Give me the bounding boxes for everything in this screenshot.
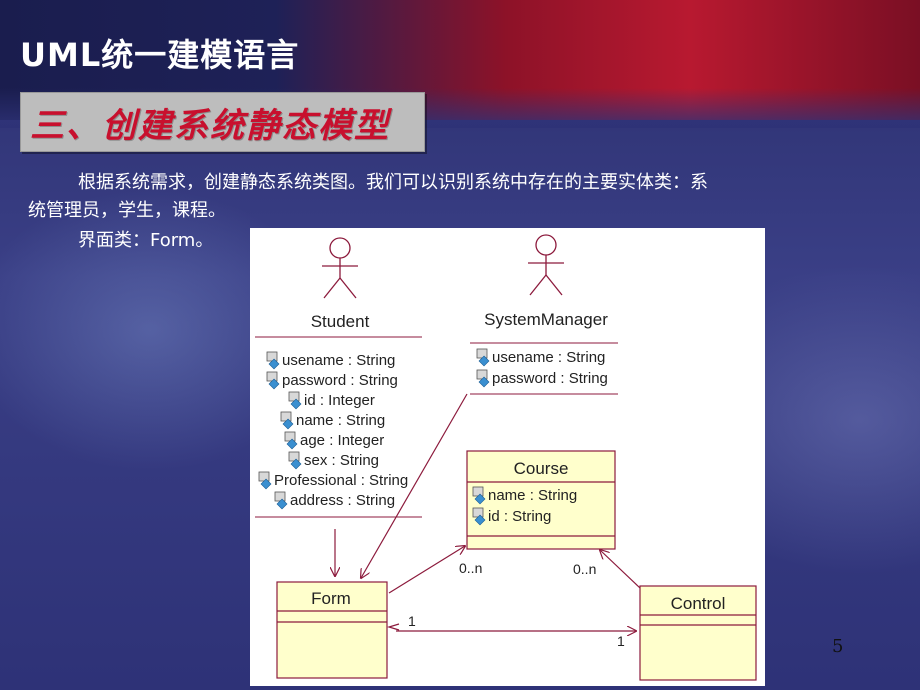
- page-number: 5: [832, 636, 844, 657]
- course-attr: name : String: [488, 487, 577, 504]
- multiplicity-control-course: 0..n: [573, 561, 596, 577]
- student-attr: address : String: [290, 492, 395, 509]
- multiplicity-form-control-left: 1: [408, 613, 416, 629]
- student-attr: Professional : String: [274, 472, 408, 489]
- student-attr: name : String: [296, 412, 385, 429]
- multiplicity-form-course: 0..n: [459, 560, 482, 576]
- class-diagram: Student usename : String password : Stri…: [250, 228, 765, 686]
- section-title-box: [20, 92, 425, 152]
- paragraph-line-1: 根据系统需求，创建静态系统类图。我们可以识别系统中存在的主要实体类：系: [78, 172, 708, 193]
- student-attributes: usename : String password : String id : …: [274, 352, 408, 509]
- attribute-icon: [476, 348, 490, 388]
- student-attr: sex : String: [304, 452, 379, 469]
- control-class-name: Control: [671, 594, 726, 613]
- attribute-icon: [258, 351, 302, 510]
- systemmanager-actor: [528, 234, 564, 296]
- control-course-association: [600, 550, 641, 589]
- student-actor: [322, 237, 358, 299]
- systemmanager-actor-name: SystemManager: [484, 310, 608, 329]
- form-class: [276, 581, 388, 679]
- course-class: [466, 450, 616, 550]
- student-attr: usename : String: [282, 352, 395, 369]
- slide-title: UML统一建模语言: [20, 36, 300, 74]
- section-title: 三、创建系统静态模型: [30, 106, 390, 146]
- form-class-name: Form: [311, 589, 351, 608]
- student-attr: password : String: [282, 372, 398, 389]
- paragraph-line-3: 界面类：Form。: [78, 230, 214, 251]
- manager-attributes: usename : String password : String: [492, 349, 608, 387]
- manager-attr: usename : String: [492, 349, 605, 366]
- form-course-association: [388, 546, 465, 594]
- manager-form-association: [361, 393, 468, 578]
- course-attributes: name : String id : String: [488, 487, 577, 525]
- student-actor-name: Student: [311, 312, 370, 331]
- student-attr: id : Integer: [304, 392, 375, 409]
- class-diagram-canvas: Student usename : String password : Stri…: [255, 234, 757, 681]
- manager-attr: password : String: [492, 370, 608, 387]
- course-attr: id : String: [488, 508, 551, 525]
- control-class: [639, 585, 757, 681]
- paragraph-line-2: 统管理员，学生，课程。: [28, 200, 226, 221]
- multiplicity-form-control-right: 1: [617, 633, 625, 649]
- attribute-icon: [472, 486, 486, 526]
- form-control-arrowhead-left: [386, 623, 400, 631]
- course-class-name: Course: [514, 459, 569, 478]
- student-attr: age : Integer: [300, 432, 384, 449]
